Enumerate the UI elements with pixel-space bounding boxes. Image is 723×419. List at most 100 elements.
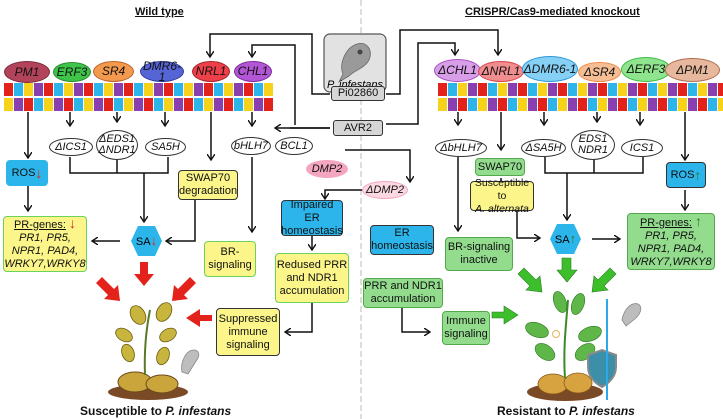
dna-base-pair xyxy=(104,83,113,96)
delta-ics1: ΔICS1 xyxy=(49,138,93,156)
red-arrows xyxy=(96,262,212,327)
dna-base-pair xyxy=(44,98,53,111)
delta-dmp2: ΔDMP2 xyxy=(362,181,408,199)
dna-base-pair xyxy=(144,98,153,111)
dna-base-pair xyxy=(214,83,223,96)
inactive-label: inactive xyxy=(460,254,498,266)
gene-dmr6-1: DMR6-1 xyxy=(140,60,184,83)
sa5h: SA5H xyxy=(145,138,186,156)
dna-base-pair xyxy=(698,98,707,111)
caption-species: P. infestans xyxy=(165,404,232,418)
pathogen-icon xyxy=(338,43,371,84)
dna-base-pair xyxy=(64,83,73,96)
dna-base-pair xyxy=(114,83,123,96)
signaling-label: signaling xyxy=(444,328,488,340)
dna-base-pair xyxy=(608,98,617,111)
dna-base-pair xyxy=(174,98,183,111)
green-arrows xyxy=(491,257,617,325)
dna-base-pair xyxy=(618,98,627,111)
dna-base-pair xyxy=(668,98,677,111)
dna-base-pair xyxy=(608,83,617,96)
eds1-label: EDS1 xyxy=(578,133,608,145)
susceptible-alternata: Susceptible to A. alternata xyxy=(470,177,534,215)
pr-genes-line: PR1, PR5, xyxy=(645,229,697,242)
dna-base-pair xyxy=(698,83,707,96)
red-arrow-left xyxy=(186,309,212,327)
prr-label: PRR and NDR1 xyxy=(364,280,442,292)
dna-base-pair xyxy=(478,83,487,96)
pi02860-effector: Pi02860 xyxy=(331,86,385,101)
bcl1: BCL1 xyxy=(275,137,313,155)
sa-right: SA↑ xyxy=(550,231,581,246)
dna-base-pair xyxy=(588,83,597,96)
dna-base-pair xyxy=(678,98,687,111)
shield-icon xyxy=(587,348,617,389)
suppressed-label: Suppressed xyxy=(218,312,278,325)
dna-base-pair xyxy=(124,83,133,96)
dna-base-pair xyxy=(154,83,163,96)
dna-base-pair xyxy=(134,83,143,96)
dna-base-pair xyxy=(134,98,143,111)
dna-base-pair xyxy=(214,98,223,111)
dna-base-pair xyxy=(54,98,63,111)
dna-base-pair xyxy=(14,98,23,111)
delta-sa5h: ΔSA5H xyxy=(521,139,566,157)
homeostasis-label: homeostasis xyxy=(371,240,433,252)
dna-base-pair xyxy=(488,98,497,111)
dna-base-pair xyxy=(438,98,447,111)
dna-base-pair xyxy=(628,83,637,96)
er-label: ER xyxy=(394,227,410,239)
ros-label: ROS xyxy=(670,168,695,181)
dna-base-pair xyxy=(24,98,33,111)
dna-base-pair xyxy=(438,83,447,96)
gene-erf3: ERF3 xyxy=(53,62,91,82)
dna-base-pair xyxy=(488,83,497,96)
reduced-prr-ndr1: Redused PRR and NDR1 accumulation xyxy=(275,253,349,303)
impaired-er-homeostasis: Impaired ER homeostasis xyxy=(281,199,343,237)
dna-base-pair xyxy=(498,83,507,96)
up-arrow-icon: ↑ xyxy=(694,166,702,183)
immune-label: immune xyxy=(228,325,268,338)
dna-base-pair xyxy=(204,83,213,96)
pr-genes-line: WRKY7,WRKY8 xyxy=(630,255,712,268)
dna-base-pair xyxy=(234,98,243,111)
signaling-label: signaling xyxy=(208,259,252,271)
dna-base-pair xyxy=(538,83,547,96)
dna-base-pair xyxy=(4,83,13,96)
caption-prefix: Susceptible to xyxy=(80,404,166,418)
dna-base-pair xyxy=(104,98,113,111)
br-signaling-inactive: BR-signaling inactive xyxy=(445,237,513,271)
delta-eds1-ndr1: ΔEDS1 ΔNDR1 xyxy=(96,130,138,160)
degradation-label: degradation xyxy=(178,185,238,197)
eds1-ndr1-right: EDS1 NDR1 xyxy=(571,130,615,160)
dna-base-pair xyxy=(114,98,123,111)
sa-hexagon-left xyxy=(131,226,162,256)
dna-base-pair xyxy=(648,83,657,96)
down-arrow-icon: ↓ xyxy=(35,164,43,181)
dna-base-pair xyxy=(94,83,103,96)
green-arrow-right xyxy=(491,305,519,325)
pr-genes-left: PR-genes: ↓ PR1, PR5, NPR1, PAD4, WRKY7,… xyxy=(3,216,87,272)
dna-base-pair xyxy=(568,83,577,96)
dna-base-pair xyxy=(458,83,467,96)
er-homeostasis: ER homeostasis xyxy=(370,225,434,255)
prr-ndr1-accumulation: PRR and NDR1 accumulation xyxy=(363,278,443,308)
gene-delta-erf3: ΔERF3 xyxy=(621,57,671,82)
dna-base-pair xyxy=(164,83,173,96)
avr2-effector: AVR2 xyxy=(333,120,383,136)
dna-base-pair xyxy=(528,98,537,111)
dna-base-pair xyxy=(558,98,567,111)
susceptible-label: Susceptible to xyxy=(474,176,530,202)
red-arrow-down xyxy=(134,262,154,286)
gene-delta-chl1: ΔCHL1 xyxy=(434,59,481,82)
sa-left: SA↓ xyxy=(131,233,162,248)
immune-label: Immune xyxy=(446,315,486,327)
dna-base-pair xyxy=(668,83,677,96)
dmp2: DMP2 xyxy=(306,160,348,178)
dna-base-pair xyxy=(478,98,487,111)
dna-base-pair xyxy=(658,98,667,111)
ndr1-label: and NDR1 xyxy=(286,271,338,284)
up-arrow-icon: ↑ xyxy=(695,212,703,229)
